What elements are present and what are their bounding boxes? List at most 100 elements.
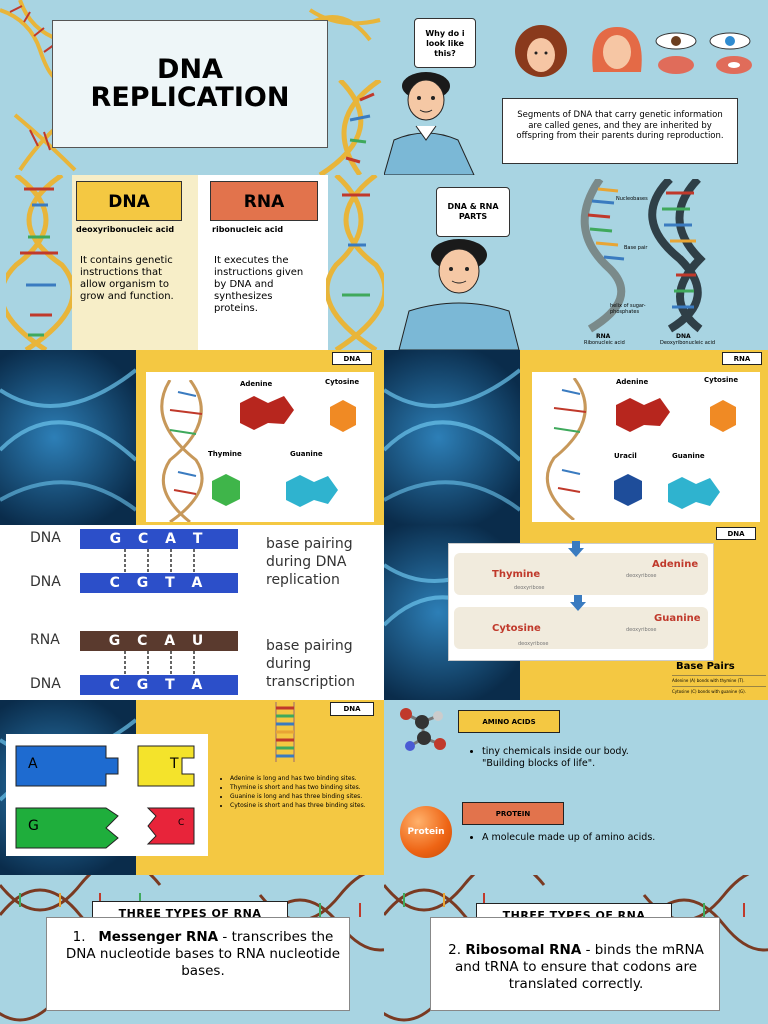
cytosine-molecule [330, 400, 356, 432]
label-thymine: Thymine [492, 569, 541, 580]
row-label-1: DNA [30, 530, 61, 546]
label-guanine: Guanine [654, 613, 701, 624]
row-label-4: DNA [30, 676, 61, 692]
rna-type-card [46, 917, 350, 1011]
cytosine-molecule [710, 400, 736, 432]
dna-photo-panel [384, 350, 522, 525]
list-item: Cytosine is short and has three binding … [230, 801, 384, 810]
slide-amino-protein: AMINO ACIDS tiny chemicals inside our bo… [384, 700, 768, 875]
title-card: DNA REPLICATION [52, 20, 328, 148]
label-cytosine: Cytosine [325, 378, 360, 386]
pairing-lines-top [124, 549, 195, 573]
dna-description: It contains genetic instructions that al… [80, 255, 174, 302]
speech-bubble: Why do i look like this? [414, 18, 476, 68]
cytosine-block-icon [146, 807, 195, 845]
rna-name: Messenger RNA [98, 929, 219, 945]
person-illustration [398, 239, 520, 350]
arrow-down-icon [570, 595, 586, 611]
label-cytosine: Cytosine [492, 623, 541, 634]
ladder-icon [275, 702, 295, 762]
curly-hair-face-icon [515, 25, 567, 77]
adenine-block-icon [15, 745, 119, 787]
row-label-3: RNA [30, 632, 60, 648]
label-g: G [28, 818, 39, 834]
protein-ball-icon: Protein [400, 806, 452, 858]
person-illustration [384, 72, 475, 175]
dna-strand-1: G C A T [80, 529, 238, 549]
slide-dna-rna-parts: DNA & RNA PARTS Nucleobases Base pair he… [384, 175, 768, 350]
amino-acids-badge: AMINO ACIDS [458, 710, 560, 733]
label-cytosine: Cytosine [704, 376, 739, 384]
helix-icon [160, 380, 204, 522]
binding-sites-list: Adenine is long and has two binding site… [222, 774, 384, 810]
guanine-block-icon [15, 807, 119, 849]
pair-row-ta [454, 553, 708, 595]
genes-text: Segments of DNA that carry genetic infor… [516, 110, 724, 141]
slide-tag: RNA [722, 352, 762, 365]
page-title-line1: DNA [157, 54, 223, 85]
item-number: 1. [72, 929, 86, 945]
caption-replication: base pairing during DNA replication [266, 536, 353, 588]
rna-dna-structure-diagram [580, 179, 706, 333]
label-rna: RNA [596, 333, 611, 340]
slide-dna-vs-rna: DNA deoxyribonucleic acid It contains ge… [0, 175, 384, 350]
list-item: Guanine is long and has three binding si… [230, 792, 384, 801]
molecule-icon [400, 708, 446, 751]
ribosomal-rna-text: 2. Ribosomal RNA - binds the mRNA and tR… [438, 942, 714, 993]
item-number: 2. [448, 942, 462, 958]
dna-subtitle: deoxyribonucleic acid [76, 225, 175, 234]
label-t: T [170, 756, 179, 772]
straight-hair-face-icon [592, 27, 642, 72]
label-deoxy-1: deoxyribose [626, 573, 657, 579]
dna-strand-3: C G T A [80, 675, 238, 695]
slide-base-pairing: DNA G C A T DNA C G T A base pairing dur… [0, 525, 384, 700]
adenine-molecule [240, 396, 294, 430]
slide-tag: DNA [332, 352, 372, 365]
protein-ball-label: Protein [407, 827, 445, 837]
rna-desc: - binds the mRNA and tRNA to ensure that… [454, 942, 704, 992]
protein-list: A molecule made up of amino acids. [474, 832, 694, 844]
pairing-lines-bottom [124, 651, 195, 675]
label-dna-sub: Deoxyribonucleic acid [660, 340, 716, 346]
speech-bubble: DNA & RNA PARTS [436, 187, 510, 237]
slide-dna-replication-title: DNA REPLICATION [0, 0, 384, 175]
dna-strand-2: C G T A [80, 573, 238, 593]
amino-acids-list: tiny chemicals inside our body. "Buildin… [474, 746, 674, 770]
label-deoxy-3: deoxyribose [626, 627, 657, 633]
slide-binding-sites: DNA A T G C Adenine is long and has two … [0, 700, 384, 875]
label-rna-sub: Ribonucleic acid [584, 340, 625, 346]
base-pairs-title: Base Pairs [676, 661, 735, 672]
rna-name: Ribosomal RNA [465, 942, 582, 958]
dna-helix-left-icon [6, 175, 72, 350]
eyes-icon [655, 32, 751, 50]
amino-acids-text: tiny chemicals inside our body. "Buildin… [482, 746, 674, 770]
label-c: C [178, 818, 185, 828]
label-nucleobases: Nucleobases [616, 196, 648, 202]
bases-panel [532, 372, 760, 522]
label-guanine: Guanine [290, 450, 323, 458]
rna-desc: - transcribes the DNA nucleotide bases t… [65, 929, 341, 979]
rna-description: It executes the instructions given by DN… [214, 255, 304, 314]
guanine-molecule [286, 475, 338, 507]
slide-dna-bases: DNA Adenine Cytosine Thymine Guanine [0, 350, 384, 525]
speech-bubble-text: Why do i look like this? [425, 29, 465, 58]
dna-helix-right-icon [326, 175, 384, 350]
slide-genes: Why do i look like this? Segments of DNA… [384, 0, 768, 175]
dna-title-badge: DNA [76, 181, 182, 221]
slide-messenger-rna: THREE TYPES OF RNA 1. Messenger RNA - tr… [0, 875, 384, 1024]
caption-transcription: base pairing during transcription [266, 638, 356, 690]
label-adenine: Adenine [240, 380, 273, 388]
list-item: Thymine is short and has two binding sit… [230, 783, 384, 792]
label-deoxy-4: deoxyribose [518, 641, 549, 647]
speech-bubble-text: DNA & RNA PARTS [447, 202, 499, 221]
protein-badge: PROTEIN [462, 802, 564, 825]
slide-rna-bases: RNA Adenine Cytosine Uracil Guanine [384, 350, 768, 525]
messenger-rna-text: 1. Messenger RNA - transcribes the DNA n… [60, 929, 346, 980]
genes-text-box: Segments of DNA that carry genetic infor… [502, 98, 738, 164]
rna-title-badge: RNA [210, 181, 318, 221]
dna-photo-panel [0, 350, 138, 525]
rna-subtitle: ribonucleic acid [212, 225, 284, 234]
base-pairs-line2: Cytosine (C) bonds with guanine (G). [672, 686, 766, 694]
rna-type-card [430, 917, 720, 1011]
